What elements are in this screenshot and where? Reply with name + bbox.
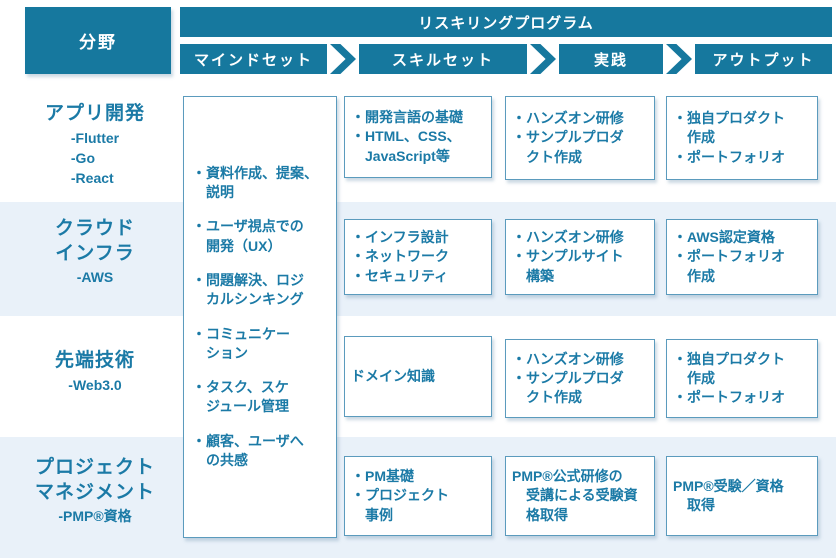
practice-item-list: PMP®公式研修の 受講による受験資 格取得 (506, 463, 654, 529)
list-item: ・開発言語の基礎 (351, 109, 463, 126)
list-item: ・タスク、スケ ジュール管理 (192, 379, 290, 415)
list-item: ・ハンズオン研修 (512, 110, 624, 127)
field-subtitle: -AWS (76, 269, 114, 286)
list-item: ・資料作成、提案、 説明 (192, 164, 318, 200)
list-item: ・ネットワーク (351, 248, 449, 265)
stage-label: 実践 (593, 51, 628, 69)
practice-item-list: ・ハンズオン研修・サンプルサイト 構築 (506, 224, 654, 290)
list-item: ・コミュニケー ション (192, 325, 290, 361)
skillset-box-advanced-tech: ドメイン知識 (344, 336, 492, 417)
skillset-box-app-dev: ・開発言語の基礎・HTML、CSS、 JavaScript等 (344, 96, 492, 178)
output-item-list: ・AWS認定資格・ポートフォリオ 作成 (667, 224, 817, 290)
list-item: PMP®受験／資格 取得 (673, 477, 784, 513)
practice-box-project-mgmt: PMP®公式研修の 受講による受験資 格取得 (505, 456, 655, 536)
list-item: ・サンプルプロダ クト作成 (512, 129, 624, 165)
program-title-bar: リスキリングプログラム (180, 7, 832, 37)
field-title: 先端技術 (54, 350, 135, 371)
list-item: ・PM基礎 (351, 468, 414, 485)
stage-output: アウトプット (695, 44, 832, 74)
list-item: ・インフラ設計 (351, 229, 449, 246)
field-title: プロジェクト マネジメント (34, 457, 155, 503)
stage-label: マインドセット (193, 51, 313, 69)
skillset-item-list: ・PM基礎・プロジェクト 事例 (345, 463, 491, 529)
practice-item-list: ・ハンズオン研修・サンプルプロダ クト作成 (506, 105, 654, 171)
field-advanced-tech: 先端技術 -Web3.0 (0, 349, 190, 395)
practice-item-list: ・ハンズオン研修・サンプルプロダ クト作成 (506, 346, 654, 412)
output-box-cloud-infra: ・AWS認定資格・ポートフォリオ 作成 (666, 219, 818, 295)
field-subtitle: -PMP®資格 (58, 508, 132, 525)
list-item: ・セキュリティ (351, 267, 449, 284)
list-item: ・顧客、ユーザへ の共感 (192, 432, 304, 469)
list-item: PMP®公式研修の 受講による受験資 格取得 (512, 468, 638, 523)
list-item: ・HTML、CSS、 JavaScript等 (351, 128, 461, 164)
skillset-item-list: ・開発言語の基礎・HTML、CSS、 JavaScript等 (345, 104, 491, 170)
output-box-app-dev: ・独自プロダクト 作成・ポートフォリオ (666, 96, 818, 180)
stage-header-row: マインドセット スキルセット 実践 アウトプット (180, 44, 832, 74)
stage-label: アウトプット (712, 51, 815, 69)
list-item: ・ハンズオン研修 (512, 229, 624, 246)
list-item: ・ポートフォリオ (673, 148, 785, 165)
list-item: ・ユーザ視点での 開発（UX） (192, 218, 304, 254)
output-item-list: ・独自プロダクト 作成・ポートフォリオ (667, 105, 817, 171)
list-item: ・サンプルプロダ クト作成 (512, 369, 624, 406)
list-item: ・プロジェクト 事例 (351, 487, 449, 523)
output-item-list: PMP®受験／資格 取得 (667, 473, 817, 520)
mindset-item-list: ・資料作成、提案、 説明・ユーザ視点での 開発（UX） ・問題解決、ロジ カルシン… (184, 154, 336, 481)
output-box-advanced-tech: ・独自プロダクト 作成・ポートフォリオ (666, 339, 818, 418)
list-item: ・ポートフォリオ 作成 (673, 248, 785, 284)
list-item: ・サンプルサイト 構築 (512, 248, 624, 284)
chevron-right-icon (666, 44, 692, 74)
field-subtitle: -Flutter -Go -React (70, 129, 120, 187)
field-subtitle: -Web3.0 (68, 376, 122, 393)
stage-practice: 実践 (559, 44, 663, 74)
field-title: クラウド インフラ (54, 218, 135, 264)
list-item: ・問題解決、ロジ カルシンキング (192, 271, 304, 308)
mindset-box: ・資料作成、提案、 説明・ユーザ視点での 開発（UX） ・問題解決、ロジ カルシン… (183, 96, 337, 538)
skillset-box-cloud-infra: ・インフラ設計・ネットワーク・セキュリティ (344, 219, 492, 295)
field-title: アプリ開発 (44, 103, 145, 124)
list-item: ・ポートフォリオ (673, 389, 785, 406)
practice-box-app-dev: ・ハンズオン研修・サンプルプロダ クト作成 (505, 96, 655, 180)
list-item: ・独自プロダクト 作成 (673, 350, 785, 386)
practice-box-advanced-tech: ・ハンズオン研修・サンプルプロダ クト作成 (505, 339, 655, 418)
output-box-project-mgmt: PMP®受験／資格 取得 (666, 456, 818, 536)
list-item: ドメイン知識 (351, 367, 435, 384)
chevron-right-icon (530, 44, 556, 74)
skillset-item-list: ドメイン知識 (345, 363, 491, 390)
stage-label: スキルセット (391, 51, 494, 69)
list-item: ・独自プロダクト 作成 (673, 110, 785, 146)
skillset-item-list: ・インフラ設計・ネットワーク・セキュリティ (345, 224, 491, 290)
field-cloud-infra: クラウド インフラ -AWS (0, 217, 190, 288)
list-item: ・AWS認定資格 (673, 229, 775, 246)
program-title: リスキリングプログラム (418, 14, 594, 32)
stage-skillset: スキルセット (359, 44, 527, 74)
output-item-list: ・独自プロダクト 作成・ポートフォリオ (667, 346, 817, 412)
field-column-label: 分野 (79, 33, 117, 52)
chevron-right-icon (330, 44, 356, 74)
list-item: ・ハンズオン研修 (512, 350, 624, 367)
field-column-header: 分野 (25, 7, 171, 74)
field-project-mgmt: プロジェクト マネジメント -PMP®資格 (0, 456, 190, 527)
stage-mindset: マインドセット (180, 44, 327, 74)
skillset-box-project-mgmt: ・PM基礎・プロジェクト 事例 (344, 456, 492, 536)
field-app-dev: アプリ開発 -Flutter -Go -React (0, 102, 190, 189)
practice-box-cloud-infra: ・ハンズオン研修・サンプルサイト 構築 (505, 219, 655, 295)
